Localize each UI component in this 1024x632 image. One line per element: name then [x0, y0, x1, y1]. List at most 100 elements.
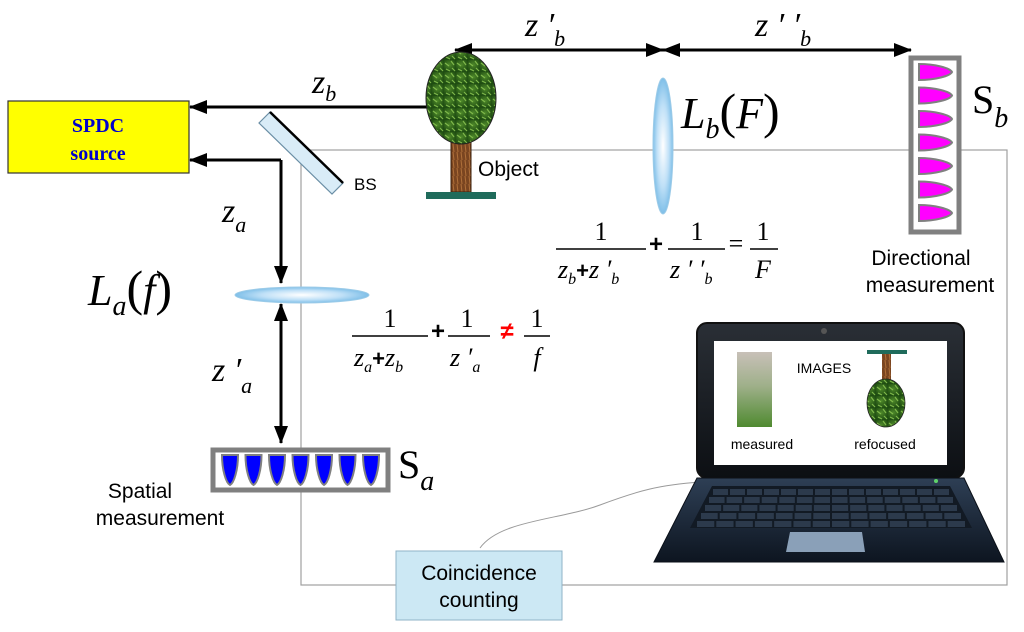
keyboard-key	[884, 497, 901, 503]
keyboard-key	[764, 489, 779, 495]
keyboard-key	[735, 521, 753, 527]
object-tree: Object	[425, 51, 539, 199]
keyboard-key	[738, 513, 756, 519]
screen-title: IMAGES	[797, 360, 851, 376]
keyboard-key	[754, 521, 773, 527]
detector-a-cell	[361, 454, 381, 487]
keyboard-key	[900, 489, 915, 495]
directional-caption-line1: Directional	[871, 247, 970, 270]
svg-text:1: 1	[531, 304, 544, 333]
keyboard-key	[747, 489, 762, 495]
svg-text:1: 1	[595, 217, 608, 246]
zb-label: zb	[311, 64, 336, 106]
detector-a-cell	[267, 454, 287, 487]
keyboard-key	[902, 497, 918, 503]
bs-label: BS	[354, 175, 377, 194]
coincidence-line1: Coincidence	[421, 562, 537, 585]
keyboard-key	[709, 497, 725, 503]
keyboard-key	[832, 513, 849, 519]
keyboard-key	[793, 521, 811, 527]
keyboard-key	[813, 505, 830, 511]
keyboard-key	[726, 497, 743, 503]
keyboard-key	[944, 513, 961, 519]
spdc-source-line2: source	[70, 143, 125, 165]
keyboard-key	[868, 505, 885, 511]
lens-a: La(f)	[87, 260, 370, 322]
keyboard-key	[851, 521, 869, 527]
refocused-image	[866, 350, 907, 428]
keyboard-key	[937, 497, 953, 503]
keyboard-key	[940, 505, 957, 511]
lens-a-label: La(f)	[87, 260, 172, 322]
keyboard-key	[716, 521, 734, 527]
measured-label: measured	[731, 436, 793, 452]
detector-b-cell	[918, 62, 954, 82]
keyboard-key	[777, 505, 794, 511]
keyboard-key	[922, 505, 939, 511]
keyboard-key	[795, 505, 812, 511]
detector-a-cell	[291, 454, 310, 487]
keyboard-key	[832, 489, 847, 495]
keyboard-key	[934, 489, 949, 495]
keyboard-key	[730, 489, 745, 495]
keyboard-key	[812, 521, 830, 527]
keyboard-key	[719, 513, 737, 519]
keyboard-key	[701, 513, 718, 519]
measured-image	[737, 352, 772, 427]
keyboard-key	[832, 521, 850, 527]
lens-b: Lb(F)	[652, 77, 780, 215]
za-label: za	[221, 193, 246, 237]
keyboard-key	[744, 497, 760, 503]
zpa-label: z ′a	[211, 352, 252, 398]
keyboard-key	[757, 513, 774, 519]
detector-b-cell	[918, 86, 954, 105]
detector-b-cell	[918, 133, 954, 152]
keyboard-key	[832, 505, 849, 511]
keyboard-key	[850, 513, 868, 519]
keyboard-key	[919, 497, 936, 503]
spdc-source: SPDC source	[7, 100, 190, 174]
keyboard-key	[781, 489, 796, 495]
svg-text:+: +	[649, 231, 663, 258]
keyboard-key	[888, 513, 905, 519]
detector-b-cell	[918, 156, 954, 176]
keyboard-key	[917, 489, 932, 495]
detector-b-cell	[918, 203, 954, 223]
svg-text:f: f	[533, 343, 544, 372]
keyboard-key	[909, 521, 927, 527]
spatial-caption-line1: Spatial	[108, 480, 172, 503]
coincidence-line2: counting	[439, 589, 518, 612]
keyboard-key	[906, 513, 924, 519]
keyboard-key	[886, 505, 903, 511]
keyboard-key	[796, 497, 813, 503]
lens-b-label: Lb(F)	[680, 83, 780, 145]
keyboard-key	[928, 521, 946, 527]
keyboard-key	[775, 513, 793, 519]
svg-text:1: 1	[384, 304, 397, 333]
detector-a: Sa Spatial measurement	[96, 442, 434, 530]
beam-splitter: BS	[258, 111, 377, 195]
detector-a-cell	[338, 454, 357, 487]
svg-text:1: 1	[757, 217, 770, 246]
detector-a-cell	[244, 454, 263, 487]
laptop: IMAGES measured refocused	[479, 322, 1005, 563]
coincidence-counter: Coincidence counting	[395, 550, 563, 621]
keyboard-key	[759, 505, 776, 511]
detector-b-label: Sb	[972, 77, 1008, 134]
keyboard-key	[761, 497, 778, 503]
keyboard-key	[713, 489, 728, 495]
keyboard-key	[866, 489, 881, 495]
svg-text:1: 1	[461, 304, 474, 333]
detector-a-cell	[220, 454, 240, 487]
svg-text:z ′a: z ′a	[449, 343, 480, 376]
keyboard-key	[849, 489, 864, 495]
detector-a-label: Sa	[398, 442, 434, 497]
detector-a-cell	[314, 454, 334, 487]
keyboard-key	[705, 505, 722, 511]
keyboard-key	[867, 497, 883, 503]
keyboard-key	[723, 505, 740, 511]
svg-text:+: +	[431, 318, 445, 345]
keyboard-key	[697, 521, 715, 527]
svg-text:1: 1	[691, 217, 704, 246]
